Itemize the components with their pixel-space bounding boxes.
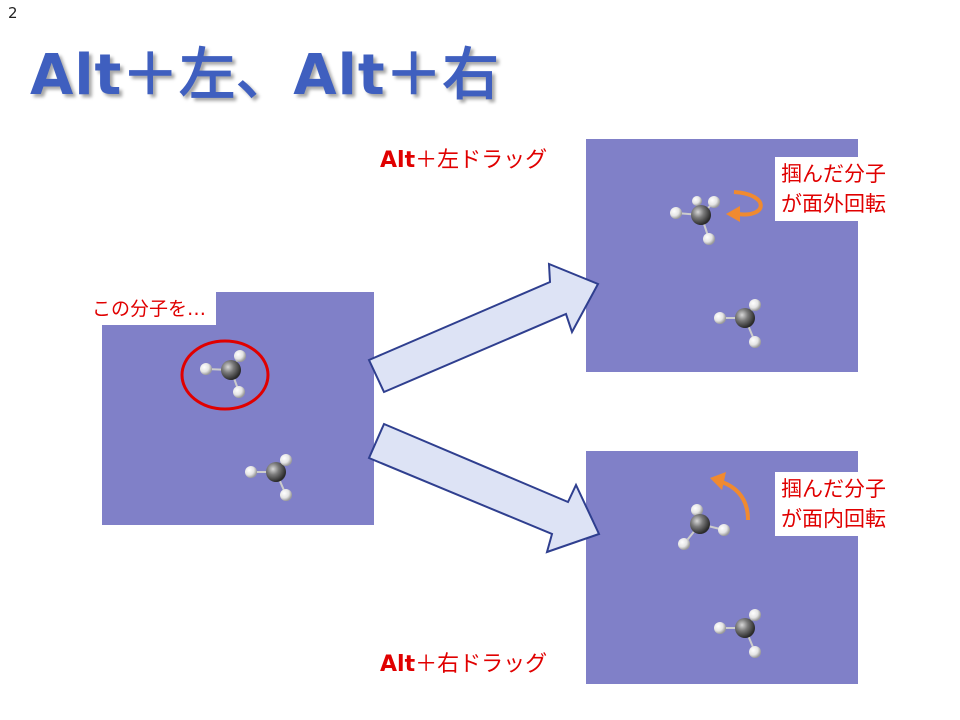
molecule-out-of-plane-rotated [670, 196, 720, 245]
source-label: この分子を… [82, 290, 217, 325]
rotate-in-plane-icon [710, 472, 750, 521]
molecule-other-top [714, 299, 761, 348]
bottom-result-caption: Alt＋右ドラッグ [380, 646, 547, 678]
top-result-note: 掴んだ分子 が面外回転 [775, 157, 892, 221]
top-result-caption-rest: ＋左ドラッグ [415, 148, 548, 173]
selection-circle [180, 339, 270, 411]
top-result-caption-key: Alt [380, 148, 416, 173]
slide-title: Alt＋左、Alt＋右 [30, 43, 500, 108]
bottom-result-note-line2: が面内回転 [781, 507, 886, 531]
slide-number: 2 [8, 4, 18, 22]
rotate-out-of-plane-icon [726, 190, 763, 222]
bottom-result-note: 掴んだ分子 が面内回転 [775, 472, 892, 536]
molecule-selected [200, 350, 246, 398]
molecule-other-bottom [714, 609, 761, 658]
bottom-result-caption-key: Alt [380, 652, 416, 677]
arrow-to-bottom-result [367, 422, 601, 554]
top-result-caption: Alt＋左ドラッグ [380, 142, 547, 174]
molecule-in-plane-rotated [678, 504, 730, 550]
bottom-result-caption-rest: ＋右ドラッグ [415, 652, 548, 677]
molecule-other [245, 454, 292, 501]
bottom-result-note-line1: 掴んだ分子 [781, 477, 886, 501]
top-result-note-line2: が面外回転 [781, 192, 886, 216]
top-result-note-line1: 掴んだ分子 [781, 162, 886, 186]
arrow-to-top-result [367, 262, 600, 394]
